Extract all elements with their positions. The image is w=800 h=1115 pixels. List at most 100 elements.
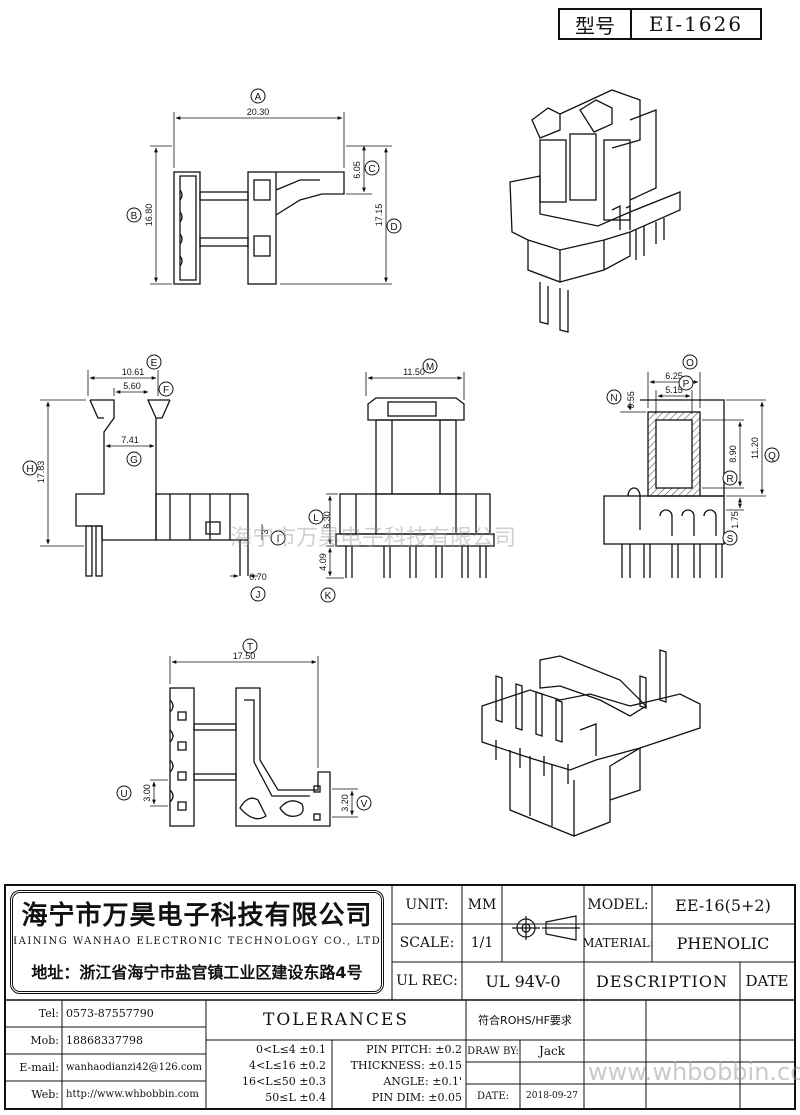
label-n: N — [606, 389, 622, 405]
top-view — [150, 112, 392, 285]
front-view — [326, 372, 495, 579]
tolerance-row: 50≤L ±0.4 — [265, 1091, 326, 1104]
label-u: U — [116, 785, 132, 801]
dim-q-value: 11.20 — [750, 437, 760, 459]
ulrec-value: UL 94V-0 — [485, 971, 561, 991]
svg-text:K: K — [325, 591, 332, 602]
tolerance-row: 0<L≤4 ±0.1 — [256, 1043, 326, 1056]
dim-p-value: 5.15 — [665, 385, 683, 395]
dim-h-value: 17.83 — [36, 461, 46, 484]
dim-v-value: 3.20 — [340, 794, 350, 812]
company-box — [10, 890, 384, 994]
description-header: DESCRIPTION — [596, 971, 728, 991]
label-t: T — [242, 638, 258, 654]
dim-c-value: 6.05 — [352, 161, 362, 179]
date-label: DATE: — [476, 1090, 510, 1102]
label-a: A — [250, 88, 266, 104]
label-b: B — [126, 207, 142, 223]
svg-text:N: N — [610, 393, 617, 404]
unit-label: UNIT: — [405, 897, 449, 913]
company-name-cn: 海宁市万昊电子科技有限公司 — [21, 900, 373, 929]
technical-drawing: 20.30 16.80 6.05 17.15 10.61 5.60 7.41 1… — [22, 88, 780, 837]
web-label: Web: — [31, 1088, 59, 1101]
svg-text:D: D — [390, 222, 397, 233]
svg-text:V: V — [361, 799, 368, 810]
dim-m-value: 11.50 — [403, 367, 425, 377]
tolerances-header: TOLERANCES — [263, 1010, 409, 1030]
ulrec-label: UL REC: — [396, 973, 458, 989]
label-s: S — [722, 530, 738, 546]
model-label: MODEL: — [587, 897, 649, 913]
dim-r-value: 8.90 — [728, 445, 738, 463]
label-e: E — [146, 354, 162, 370]
tel-value: 0573-87557790 — [66, 1007, 154, 1020]
company-name-en: HAINING WANHAO ELECTRONIC TECHNOLOGY CO.… — [14, 935, 380, 947]
draw-by-label: DRAW BY: — [467, 1045, 519, 1057]
title-block-grid — [6, 886, 794, 1108]
type-value: EI-1626 — [648, 12, 744, 36]
dim-d-value: 17.15 — [374, 204, 384, 227]
date-value: 2018-09-27 — [526, 1091, 578, 1101]
side-view — [40, 370, 263, 578]
svg-text:Q: Q — [768, 451, 776, 462]
label-v: V — [356, 795, 372, 811]
mob-label: Mob: — [30, 1034, 59, 1047]
bottom-view — [150, 656, 358, 827]
dim-b-value: 16.80 — [144, 204, 154, 227]
dim-s-value: 1.75 — [730, 511, 740, 529]
dim-f-value: 5.60 — [123, 381, 141, 391]
svg-text:M: M — [426, 362, 434, 373]
dim-i-value: 3 — [260, 529, 270, 534]
svg-text:U: U — [120, 789, 127, 800]
pin-tolerance-row: PIN PITCH: ±0.2 — [366, 1043, 462, 1056]
tolerance-row: 4<L≤16 ±0.2 — [249, 1059, 326, 1072]
label-k: K — [320, 587, 336, 603]
svg-text:I: I — [277, 534, 280, 545]
date-column-header: DATE — [745, 972, 789, 990]
pin-tolerance-row: THICKNESS: ±0.15 — [350, 1059, 462, 1072]
tolerance-row: 16<L≤50 ±0.3 — [242, 1075, 326, 1088]
web-value[interactable]: http://www.whbobbin.com — [66, 1089, 199, 1100]
svg-text:F: F — [163, 385, 169, 396]
dim-e-value: 10.61 — [122, 367, 145, 377]
svg-text:P: P — [683, 379, 690, 390]
dim-t-value: 17.50 — [233, 651, 256, 661]
svg-text:C: C — [368, 164, 375, 175]
type-box: 型号 EI-1626 — [558, 8, 762, 40]
dim-n-value: 0.55 — [626, 391, 636, 409]
iso-view-top — [509, 89, 681, 333]
svg-text:S: S — [727, 534, 734, 545]
pin-tolerance-row: ANGLE: ±0.1' — [383, 1075, 462, 1088]
material-label: MATERIAL: — [584, 936, 652, 950]
svg-text:B: B — [131, 211, 138, 222]
company-address: 地址：浙江省海宁市盐官镇工业区建设东路4号 — [31, 963, 363, 982]
pin-tolerance-list: PIN PITCH: ±0.2 THICKNESS: ±0.15 ANGLE: … — [332, 1042, 466, 1106]
dim-l-value: 6.30 — [322, 511, 332, 529]
svg-text:J: J — [256, 590, 261, 601]
svg-text:R: R — [726, 474, 733, 485]
tolerance-list: 0<L≤4 ±0.1 4<L≤16 ±0.2 16<L≤50 ±0.3 50≤L… — [206, 1042, 332, 1106]
svg-text:L: L — [313, 513, 319, 524]
label-c: C — [364, 160, 380, 176]
dim-k-value: 4.09 — [318, 553, 328, 571]
svg-text:A: A — [255, 92, 262, 103]
model-value: EE-16(5+2) — [675, 895, 771, 915]
label-o: O — [682, 354, 698, 370]
label-d: D — [386, 218, 402, 234]
unit-value: MM — [467, 897, 497, 913]
projection-symbol — [512, 915, 580, 941]
type-label: 型号 — [560, 10, 632, 38]
email-label: E-mail: — [19, 1061, 59, 1074]
label-h: H — [22, 460, 38, 476]
email-value[interactable]: wanhaodianzi42@126.com — [66, 1062, 202, 1073]
scale-value: 1/1 — [470, 935, 494, 951]
dim-j-value: 0.70 — [249, 572, 267, 582]
svg-text:T: T — [247, 642, 253, 653]
label-l: L — [308, 509, 324, 525]
tel-label: Tel: — [38, 1007, 59, 1020]
mob-value: 18868337798 — [66, 1034, 143, 1047]
dim-u-value: 3.00 — [142, 784, 152, 802]
svg-text:E: E — [151, 358, 158, 369]
material-value: PHENOLIC — [676, 933, 770, 953]
